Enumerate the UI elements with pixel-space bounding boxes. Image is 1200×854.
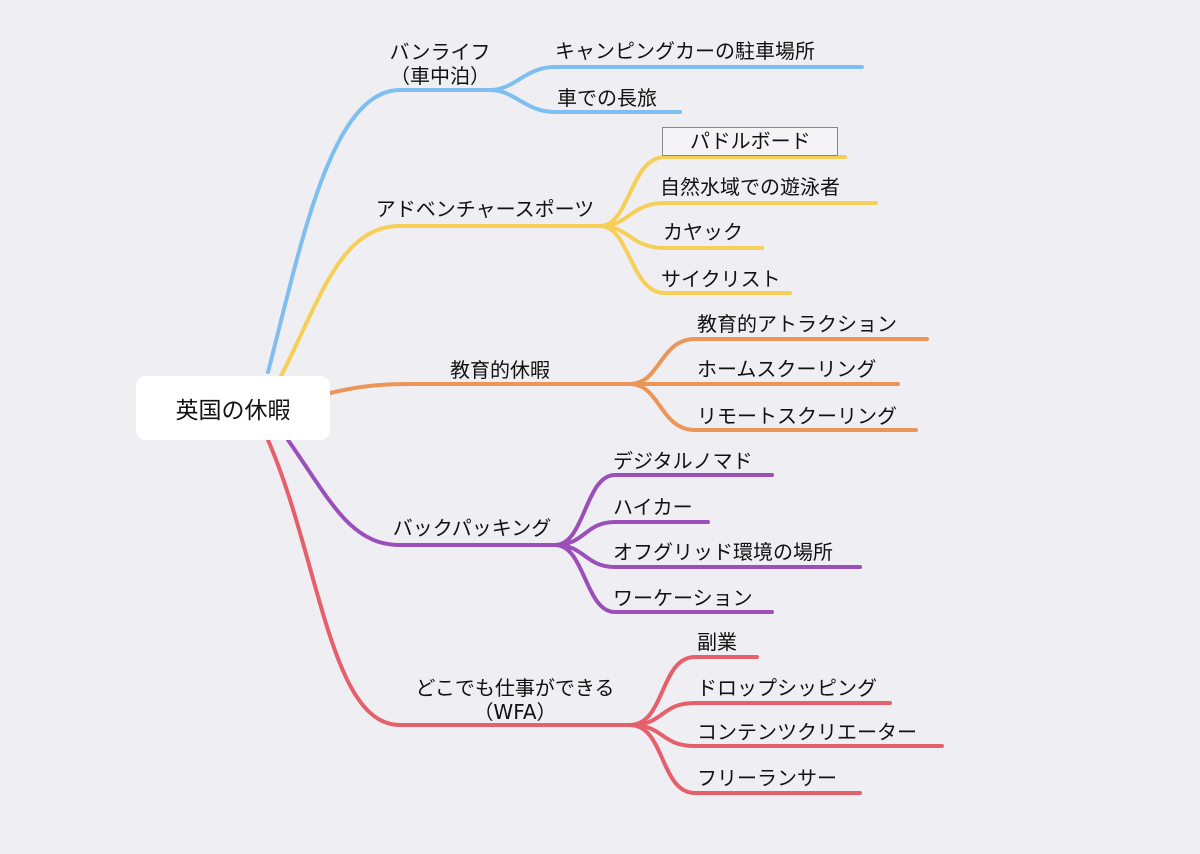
branch-lines-vanlife (266, 65, 864, 374)
child-node[interactable]: デジタルノマド (613, 449, 753, 473)
child-node[interactable]: コンテンツクリエーター (697, 720, 917, 744)
branch-node-adventure[interactable]: アドベンチャースポーツ (375, 197, 595, 221)
branch-label: どこでも仕事ができる (415, 676, 615, 700)
branch-lines-adventure (278, 155, 878, 380)
branch-lines-education (328, 337, 929, 432)
root-label: 英国の休暇 (175, 398, 291, 424)
branch-label: バンライフ (389, 40, 491, 64)
child-node[interactable]: リモートスクーリング (697, 404, 897, 428)
branch-node-education[interactable]: 教育的休暇 (450, 358, 550, 382)
branch-node-backpacking[interactable]: バックパッキング (392, 516, 552, 540)
child-node[interactable]: ドロップシッピング (697, 676, 877, 700)
child-node[interactable]: 教育的アトラクション (697, 312, 897, 336)
child-node[interactable]: 副業 (697, 630, 737, 654)
child-node[interactable]: カヤック (663, 220, 743, 244)
child-node-selected[interactable]: パドルボード (690, 129, 811, 153)
branch-label-sub: （WFA） (473, 700, 557, 724)
branch-node-vanlife[interactable]: バンライフ （車中泊） (390, 40, 491, 88)
root-node[interactable]: 英国の休暇 (136, 376, 330, 440)
selected-node-frame (662, 127, 838, 156)
branch-lines-backpacking (286, 438, 862, 614)
child-node[interactable]: 自然水域での遊泳者 (660, 175, 840, 199)
child-node[interactable]: サイクリスト (661, 267, 781, 291)
child-node[interactable]: オフグリッド環境の場所 (613, 540, 833, 564)
branch-label-sub: （車中泊） (390, 64, 490, 88)
child-node[interactable]: ホームスクーリング (697, 357, 877, 381)
child-node[interactable]: フリーランサー (697, 766, 837, 790)
branch-lines-wfa (266, 438, 944, 795)
child-node[interactable]: ワーケーション (613, 586, 753, 610)
child-node[interactable]: ハイカー (613, 495, 693, 519)
child-node[interactable]: キャンピングカーの駐車場所 (555, 39, 815, 63)
branch-node-wfa[interactable]: どこでも仕事ができる （WFA） (416, 676, 615, 724)
child-node[interactable]: 車での長旅 (557, 86, 657, 110)
